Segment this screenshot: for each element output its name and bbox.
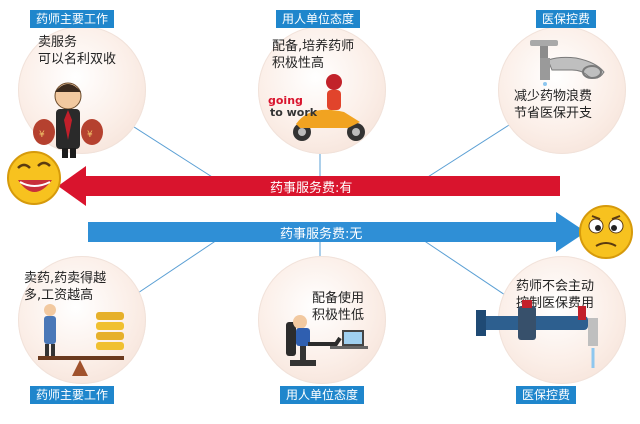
office-worker-icon xyxy=(286,315,368,366)
label-bottom-center: 用人单位态度 xyxy=(280,386,365,404)
blue-arrow xyxy=(88,212,586,252)
svg-text:¥: ¥ xyxy=(39,130,45,140)
label-bottom-right: 医保控费 xyxy=(516,386,577,404)
blue-arrow-text: 药事服务费:无 xyxy=(280,227,363,242)
text-top-right: 减少药物浪费 节省医保开支 xyxy=(514,89,593,121)
text-bottom-right: 药师不会主动 控制医保费用 xyxy=(516,279,595,311)
circle-top-right xyxy=(498,26,626,154)
label-bottom-left: 药师主要工作 xyxy=(30,386,115,404)
laughing-face-icon xyxy=(7,151,61,205)
sign-to-work: to work xyxy=(270,106,318,119)
worried-face-icon xyxy=(579,205,633,259)
circle-bottom-left xyxy=(18,256,146,384)
circle-bottom-center xyxy=(258,256,386,384)
red-arrow-text: 药事服务费:有 xyxy=(270,181,353,196)
pipe-icon xyxy=(476,300,598,368)
sign-going: going xyxy=(268,94,303,107)
label-top-center: 用人单位态度 xyxy=(276,10,361,28)
businessman-icon: ¥ ¥ xyxy=(33,82,103,158)
red-arrow xyxy=(58,166,560,206)
faucet-icon xyxy=(530,40,605,86)
text-top-center: 配备,培养药师 积极性高 xyxy=(272,39,355,71)
label-top-left: 药师主要工作 xyxy=(30,10,115,28)
svg-text:¥: ¥ xyxy=(87,130,93,140)
scooter-icon: going to work xyxy=(268,74,365,141)
text-bottom-center: 配备使用 积极性低 xyxy=(312,291,365,323)
scale-coins-icon xyxy=(38,304,124,376)
text-top-left: 卖服务 可以名利双收 xyxy=(38,35,117,67)
text-bottom-left: 卖药,药卖得越 多,工资越高 xyxy=(24,271,107,303)
label-top-right: 医保控费 xyxy=(536,10,597,28)
